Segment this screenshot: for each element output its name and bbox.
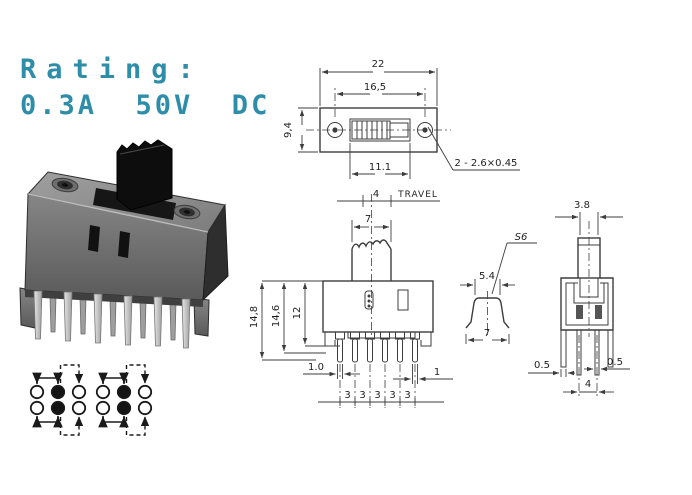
side-view-dim-pin-spacing: 4 [563,379,614,395]
rating-title: Rating: [20,54,204,85]
switch-photo-front-slot-2 [118,231,130,258]
switch-photo-hole-right [173,204,201,220]
switch-photo-front-pins [33,290,191,349]
schematic-group-2 [95,364,153,436]
front-view-dim-pin-left: 1.0 [303,362,360,379]
schematic-group-1 [29,364,87,436]
switch-photo [19,139,229,349]
dim-overall-width: 22 [372,59,385,70]
switch-photo-edge-highlight [27,193,209,233]
side-view-knob [577,237,601,279]
dim-knob-top-width: 5.4 [479,271,495,282]
side-view-pins [576,330,600,399]
detail-label-text: S6 [515,232,528,243]
side-view-body [560,277,614,331]
travel-label: TRAVEL [397,190,438,200]
top-view-knurl-ribs [356,121,388,139]
dim-pin-width-left: 1.0 [308,362,324,373]
switch-schematic [29,364,153,436]
front-view-pins [335,331,420,363]
top-view-drawing: 22 16,5 9,4 11.1 2 - 2.6×0.45 [283,59,520,179]
top-view-body [306,107,451,153]
front-view-dim-heights: 14,8 14,6 12 [249,280,340,361]
dim-pitch-1: 3 [344,390,350,401]
detail-dim-bottom: 7 [465,328,510,344]
detail-dim-top: 5.4 [460,271,515,295]
side-view-contact-2 [595,305,602,319]
rating-value: 0.3A 50V DC [20,90,271,121]
dim-height-body: 12 [292,307,303,320]
top-view-dim-hole-pitch: 16,5 [334,82,426,117]
switch-photo-knob-ridge [119,144,165,155]
front-view-dim-travel: 4 TRAVEL [337,189,440,207]
dim-travel: 4 [373,189,379,200]
dim-depth: 9,4 [283,122,294,138]
dim-pin-width-right: 1 [434,367,440,378]
switch-photo-legs [19,287,210,337]
side-view-dim-knob-depth: 3.8 [555,200,623,235]
side-view-legs [560,330,614,368]
dim-height-no-pins: 14,6 [271,305,282,327]
dim-pitch-5: 3 [404,390,410,401]
side-view-dim-right-material: 0.5 [584,357,630,372]
front-view-dim-knob: 7 [351,214,392,242]
dim-knob-bottom-width: 7 [484,328,490,339]
front-view-body [322,280,434,347]
front-view-dim-pitch: 3 3 3 3 3 [318,390,444,406]
front-view-drawing: 4 TRAVEL 7 [249,189,453,408]
front-view-pin-centerlines [339,364,416,408]
switch-photo-knob [116,139,173,211]
front-view-knob [351,239,392,281]
dim-knob-depth: 3.8 [574,200,590,211]
switch-photo-hole-left [51,177,79,193]
dim-hole-pitch: 16,5 [364,82,386,93]
dim-right-material: 0.5 [607,357,623,368]
side-view-contact-1 [576,305,583,319]
top-view-hole-note: 2 - 2.6×0.45 [427,126,520,171]
hole-note: 2 - 2.6×0.45 [455,158,518,169]
top-view-dim-overall: 22 [319,59,438,106]
dim-pin-spacing: 4 [585,379,591,390]
top-view-dim-slot: 11.1 [349,143,411,179]
detail-label: S6 [491,232,537,295]
knob-detail-drawing: S6 5.4 7 [460,232,537,344]
switch-photo-front-slot-1 [88,225,100,252]
dim-left-material: 0.5 [534,360,550,371]
dim-knob-width: 7 [365,214,371,225]
side-view-dim-left-material: 0.5 [528,360,575,377]
side-view-drawing: 3.8 0.5 [528,200,630,399]
dim-slot-width: 11.1 [369,162,391,173]
dim-height-total: 14,8 [249,306,260,328]
dim-pitch-3: 3 [374,390,380,401]
rating-block: Rating: 0.3A 50V DC [20,52,270,124]
dim-pitch-4: 3 [389,390,395,401]
top-view-dim-depth: 9,4 [283,107,318,153]
front-view-dim-pin-right: 1 [393,364,453,384]
dim-pitch-2: 3 [359,390,365,401]
